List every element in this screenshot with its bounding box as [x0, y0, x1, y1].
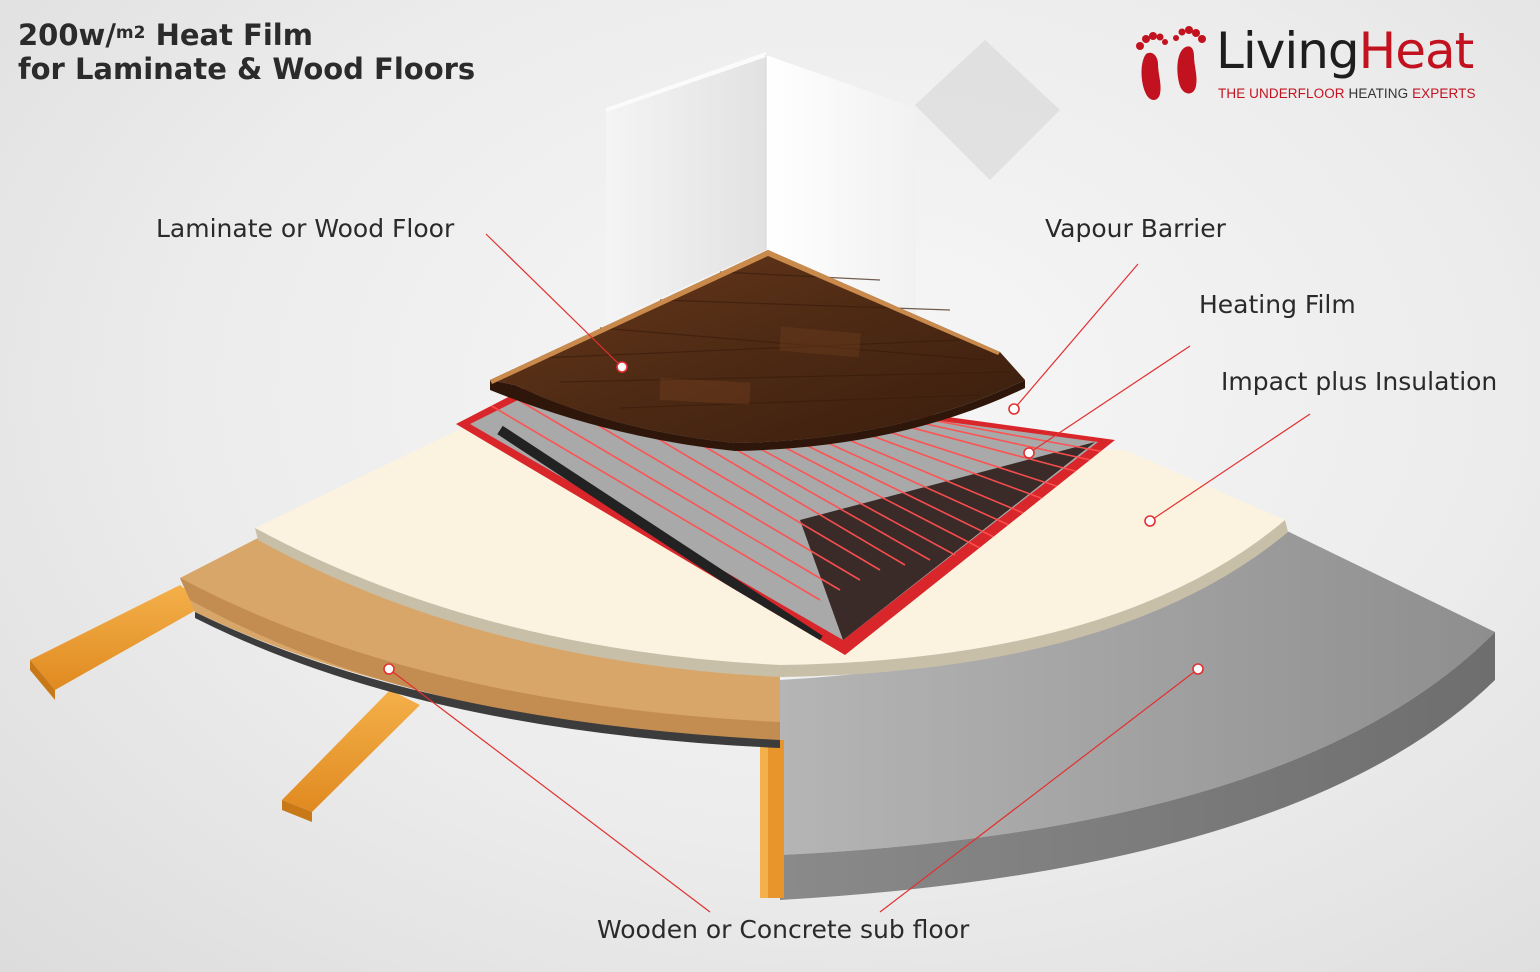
wall-shadow — [915, 40, 1060, 180]
tagline-part-3: EXPERTS — [1408, 86, 1475, 101]
label-laminate-floor: Laminate or Wood Floor — [156, 214, 454, 243]
marker-subfloor-timber — [384, 664, 394, 674]
leader-vapour — [1014, 264, 1138, 409]
label-heating-film: Heating Film — [1199, 290, 1356, 319]
leader-laminate — [486, 234, 622, 367]
footprints-icon — [1132, 24, 1210, 108]
brand-logo: LivingHeat THE UNDERFLOOR HEATING EXPERT… — [1132, 22, 1512, 112]
title-line-1: 200w/m2 Heat Film — [18, 18, 475, 52]
leader-heating-film — [1029, 346, 1190, 453]
label-subfloor: Wooden or Concrete sub floor — [597, 915, 969, 944]
brand-name-living: Living — [1216, 22, 1359, 80]
title-heat-film: Heat Film — [145, 18, 312, 52]
title-unit-sup: m2 — [116, 23, 146, 43]
marker-insulation — [1145, 516, 1155, 526]
marker-heating-film — [1024, 448, 1034, 458]
label-insulation: Impact plus Insulation — [1221, 367, 1497, 396]
brand-tagline: THE UNDERFLOOR HEATING EXPERTS — [1218, 86, 1476, 101]
brand-name-heat: Heat — [1359, 22, 1474, 80]
diagram-title: 200w/m2 Heat Film for Laminate & Wood Fl… — [18, 18, 475, 86]
title-wattage: 200w/ — [18, 18, 116, 52]
label-vapour-barrier: Vapour Barrier — [1045, 214, 1226, 243]
tagline-part-2: HEATING — [1349, 86, 1409, 101]
marker-laminate — [617, 362, 627, 372]
tagline-part-1: THE UNDERFLOOR — [1218, 86, 1349, 101]
brand-name: LivingHeat — [1216, 22, 1473, 80]
marker-subfloor-concrete — [1193, 664, 1203, 674]
marker-vapour — [1009, 404, 1019, 414]
title-line-2: for Laminate & Wood Floors — [18, 52, 475, 86]
